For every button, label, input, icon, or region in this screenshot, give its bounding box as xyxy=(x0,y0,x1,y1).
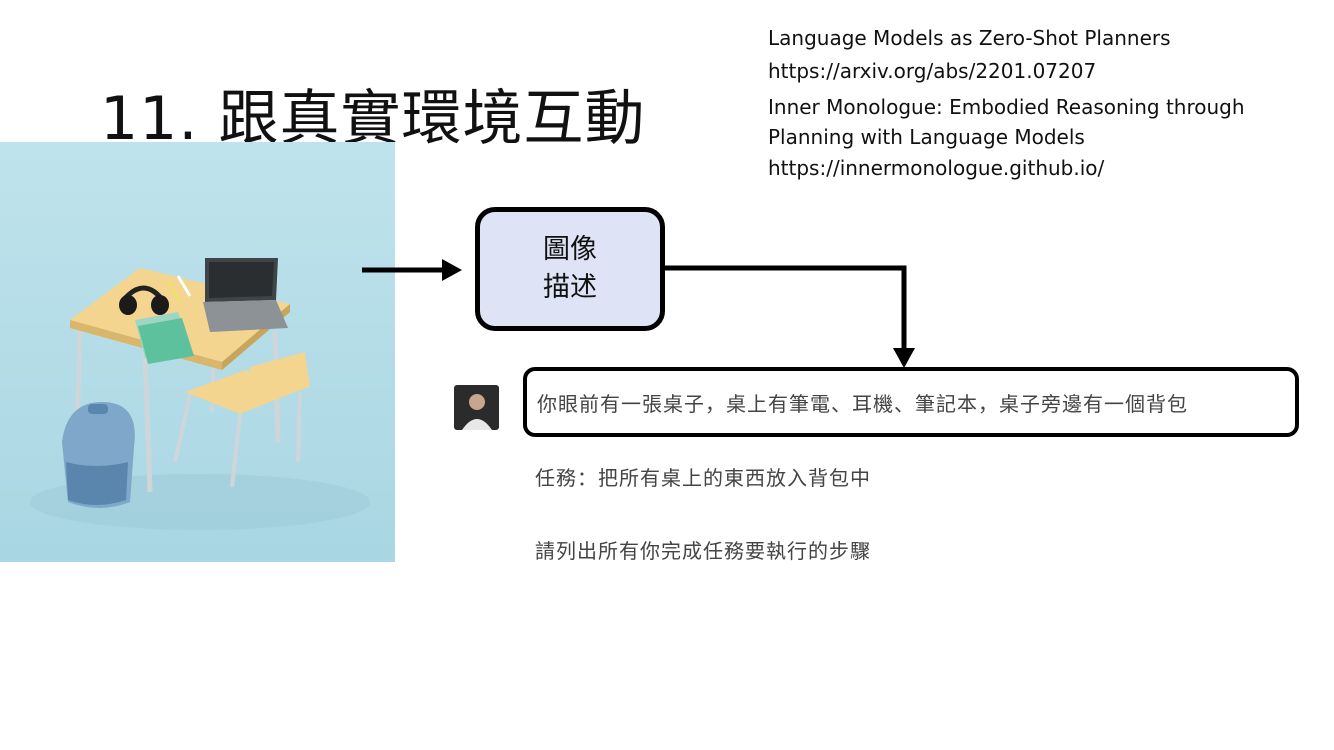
references: Language Models as Zero-Shot Planners ht… xyxy=(768,22,1328,189)
arrow-to-caption-box xyxy=(362,259,462,281)
task-text: 任務：把所有桌上的東西放入背包中 xyxy=(535,466,871,490)
desk-scene-illustration xyxy=(0,142,395,562)
scene-description-message: 你眼前有一張桌子，桌上有筆電、耳機、筆記本，桌子旁邊有一個背包 xyxy=(523,367,1299,437)
instruction-text: 請列出所有你完成任務要執行的步驟 xyxy=(535,539,871,563)
reference-inner-monologue: Inner Monologue: Embodied Reasoning thro… xyxy=(768,92,1328,185)
reference-url[interactable]: https://arxiv.org/abs/2201.07207 xyxy=(768,59,1097,83)
reference-title-cont: Planning with Language Models xyxy=(768,125,1085,149)
reference-zero-shot-planners: Language Models as Zero-Shot Planners ht… xyxy=(768,22,1328,88)
caption-box-line2: 描述 xyxy=(543,272,597,303)
avatar xyxy=(454,385,499,430)
caption-box-line1: 圖像 xyxy=(543,234,597,265)
desk-scene-photo xyxy=(0,142,395,562)
reference-url[interactable]: https://innermonologue.github.io/ xyxy=(768,156,1105,180)
reference-title: Inner Monologue: Embodied Reasoning thro… xyxy=(768,95,1245,119)
reference-title: Language Models as Zero-Shot Planners xyxy=(768,26,1171,50)
arrow-to-description xyxy=(662,265,915,368)
image-caption-box: 圖像 描述 xyxy=(475,207,665,331)
user-avatar-photo xyxy=(454,385,499,430)
